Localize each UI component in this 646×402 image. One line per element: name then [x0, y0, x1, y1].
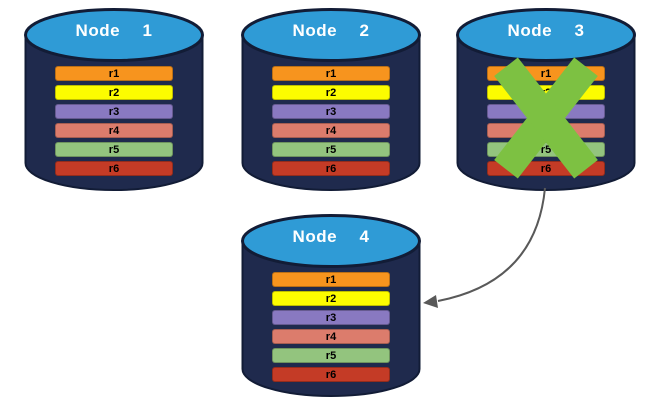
node-4: Node 4 r1 r2 r3 r4 r5 r6 [240, 213, 422, 399]
x-mark-icon [494, 57, 598, 179]
replica-row-r3: r3 [55, 104, 173, 119]
replica-row-r5: r5 [272, 142, 390, 157]
replica-row-r2: r2 [272, 85, 390, 100]
node-1: Node 1 r1 r2 r3 r4 r5 r6 [23, 7, 205, 193]
replica-row-r4: r4 [272, 329, 390, 344]
replica-row-r5: r5 [55, 142, 173, 157]
cylinder-top [241, 214, 421, 268]
cylinder-top [241, 8, 421, 62]
replica-row-r4: r4 [55, 123, 173, 138]
replica-row-r4: r4 [272, 123, 390, 138]
replica-row-r1: r1 [272, 66, 390, 81]
node-2-title: Node 2 [292, 21, 370, 40]
cylinder-top [456, 8, 636, 62]
replica-row-r6: r6 [55, 161, 173, 176]
replica-row-r5: r5 [272, 348, 390, 363]
node-4-title: Node 4 [292, 227, 370, 246]
node-3: Node 3 r1 r2 r3 r4 r5 r6 [455, 7, 637, 193]
replica-row-r3: r3 [272, 310, 390, 325]
node-2: Node 2 r1 r2 r3 r4 r5 r6 [240, 7, 422, 193]
cylinder-top [24, 8, 204, 62]
node-1-title: Node 1 [75, 21, 153, 40]
failover-arrow-icon [423, 187, 546, 308]
node-3-title: Node 3 [507, 21, 585, 40]
node-2-rows: r1 r2 r3 r4 r5 r6 [272, 66, 390, 180]
node-1-rows: r1 r2 r3 r4 r5 r6 [55, 66, 173, 180]
node-4-rows: r1 r2 r3 r4 r5 r6 [272, 272, 390, 386]
replica-row-r1: r1 [55, 66, 173, 81]
replica-row-r6: r6 [272, 161, 390, 176]
replica-row-r2: r2 [272, 291, 390, 306]
replica-row-r2: r2 [55, 85, 173, 100]
arrow-curve [437, 187, 546, 302]
replica-row-r1: r1 [272, 272, 390, 287]
replica-row-r6: r6 [272, 367, 390, 382]
replica-row-r3: r3 [272, 104, 390, 119]
arrow-head [423, 295, 438, 308]
